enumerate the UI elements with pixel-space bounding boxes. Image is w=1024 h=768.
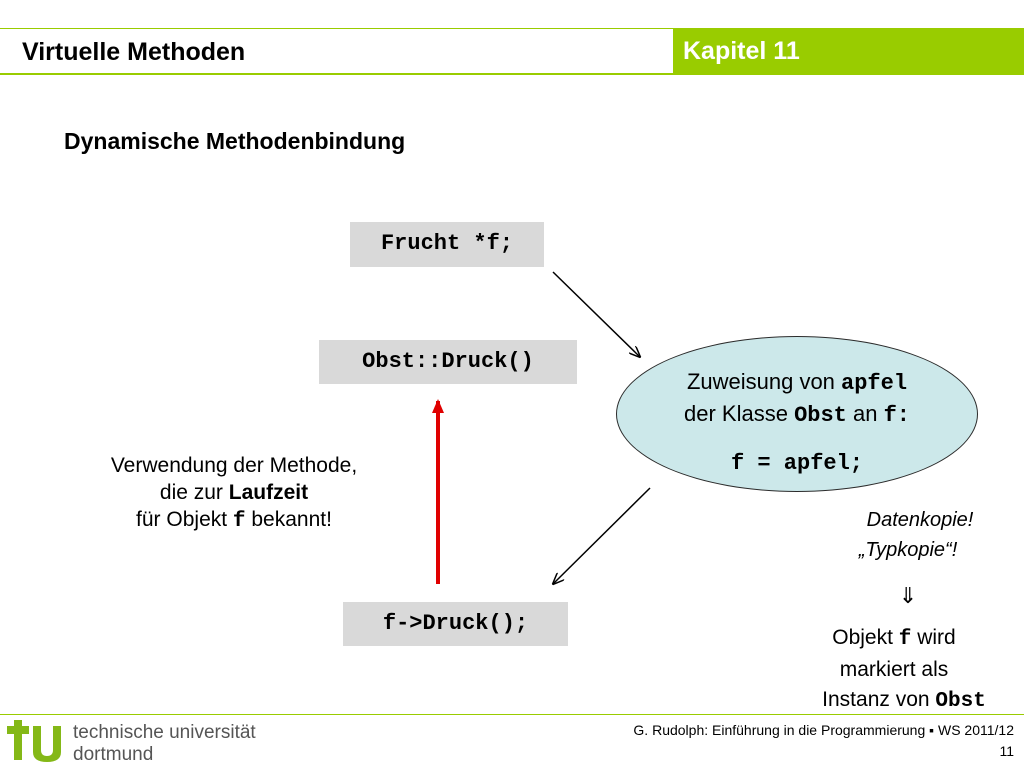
instance-note-instanz: Instanz von: [822, 688, 936, 711]
ellipse-line-1: Zuweisung von apfel: [617, 368, 977, 398]
runtime-note-line-1: Verwendung der Methode,: [110, 454, 358, 477]
runtime-note-line-3-text: für Objekt: [136, 508, 233, 531]
runtime-note-line-3: für Objekt f bekannt!: [64, 506, 404, 535]
ellipse-line-2-text: der Klasse: [684, 401, 795, 426]
logo-text-line-1: technische universität: [73, 722, 256, 743]
section-heading: Dynamische Methodenbindung: [64, 128, 406, 154]
instance-note-line-2: markiert als: [839, 658, 949, 681]
footer-credit: G. Rudolph: Einführung in die Programmie…: [633, 722, 1014, 738]
runtime-note-line-2-text: die zur: [159, 481, 229, 504]
instance-note-code-f: f: [898, 628, 912, 651]
instance-note-code-obst: Obst: [935, 690, 986, 713]
code-box-f-druck: f->Druck();: [343, 602, 568, 646]
implies-arrow-icon: ⇓: [898, 583, 918, 608]
code-box-frucht: Frucht *f;: [350, 222, 544, 267]
ellipse-line-2: der Klasse Obst an f:: [617, 400, 977, 430]
header-top-line: [0, 28, 1024, 29]
runtime-note: Verwendung der Methode, die zur Laufzeit…: [64, 452, 404, 535]
chapter-badge: Kapitel 11: [673, 29, 1024, 74]
ellipse-line-1-text: Zuweisung von: [686, 369, 842, 394]
code-box-obst-druck: Obst::Druck(): [319, 340, 577, 384]
instance-note-objekt: Objekt: [832, 626, 899, 649]
header-bottom-line: [0, 73, 1024, 75]
runtime-note-code-f: f: [232, 510, 246, 533]
page-title: Virtuelle Methoden: [22, 38, 246, 66]
page-number: 11: [999, 743, 1014, 759]
instance-note-wird: wird: [911, 626, 956, 649]
ellipse-line-2-an: an: [846, 401, 884, 426]
runtime-note-line-3-end: bekannt!: [245, 508, 332, 531]
tu-logo-icon: [7, 720, 61, 762]
ellipse-code-apfel: apfel: [841, 371, 908, 396]
ellipse-code-obst: Obst: [794, 403, 847, 428]
runtime-note-laufzeit: Laufzeit: [228, 481, 309, 504]
logo-text-line-2: dortmund: [73, 744, 154, 765]
instance-note-line-3: Instanz von Obst: [784, 686, 1024, 715]
arrow-ellipse-to-fdruck: [553, 487, 651, 584]
ellipse-code-f: f:: [883, 403, 910, 428]
ellipse-code-assignment: f = apfel;: [730, 451, 864, 476]
instance-note-line-1: Objekt f wird: [774, 624, 1014, 653]
typkopie-note: „Typkopie“!: [858, 539, 958, 561]
chapter-label: Kapitel 11: [683, 37, 800, 65]
footer-line: [0, 714, 1024, 715]
assignment-ellipse: Zuweisung von apfel der Klasse Obst an f…: [616, 336, 978, 492]
runtime-note-line-2: die zur Laufzeit: [64, 479, 404, 506]
datenkopie-note: Datenkopie!: [866, 509, 974, 531]
